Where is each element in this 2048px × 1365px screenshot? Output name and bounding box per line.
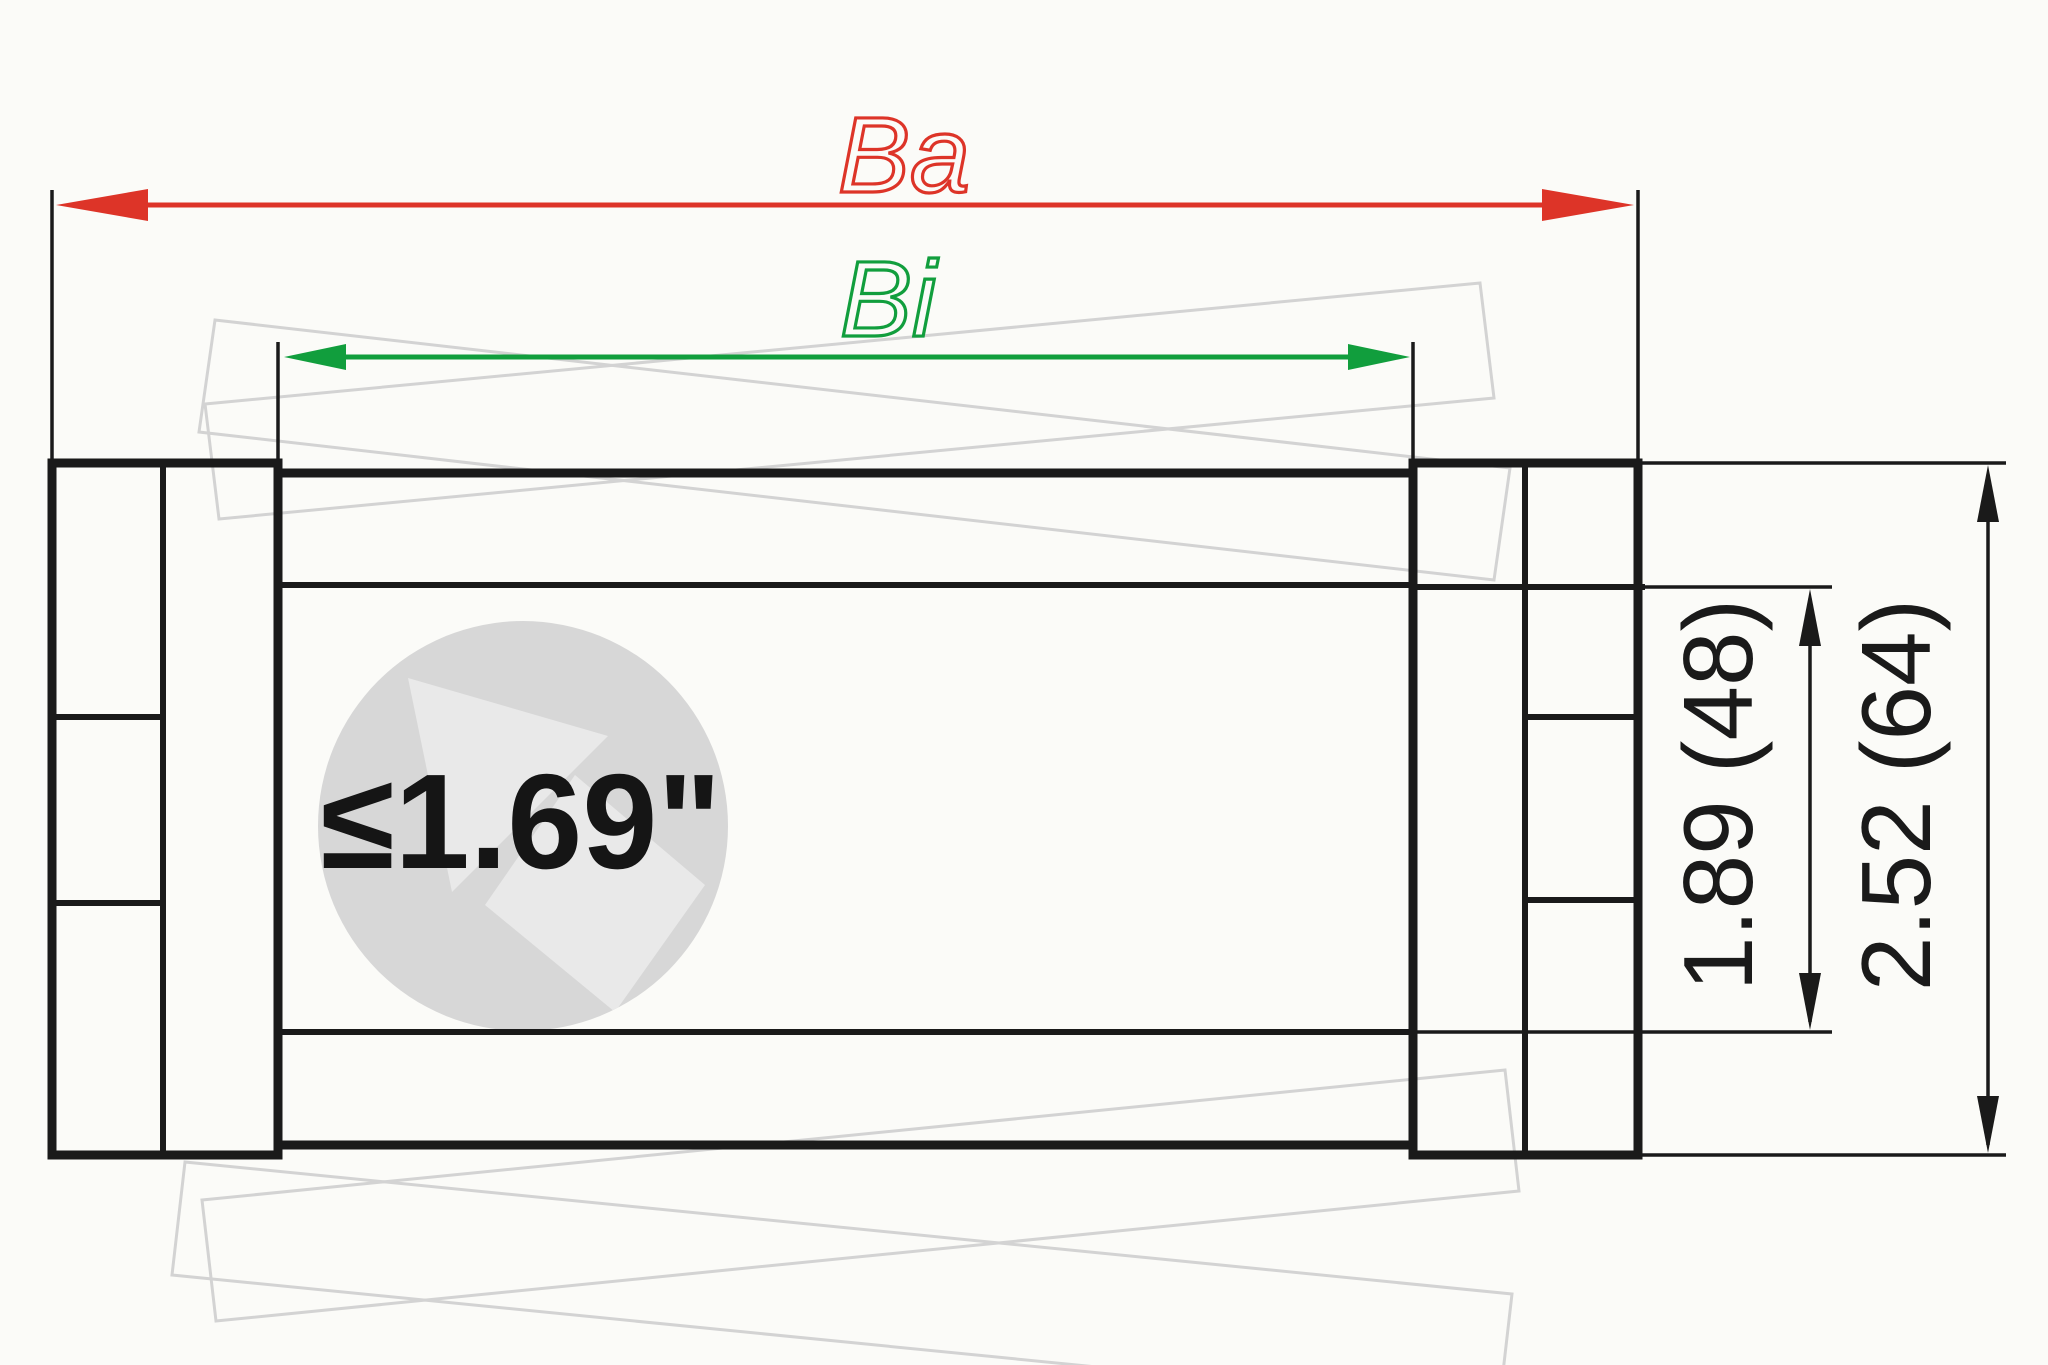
ba-label: Ba [838, 94, 970, 215]
inner-width-dimension: Bi [276, 236, 1415, 460]
bi-label: Bi [840, 238, 939, 359]
bi-arrowhead-right-icon [1348, 344, 1410, 370]
inner-height-arrowhead-top-icon [1799, 589, 1821, 646]
ba-arrowhead-left-icon [56, 189, 148, 221]
outer-height-arrowhead-top-icon [1977, 465, 1999, 522]
outer-width-dimension: Ba [50, 92, 1640, 460]
watermark: ≤1.69" [318, 621, 728, 1031]
left-bracket [47, 458, 283, 1160]
ghost-link-top-rising [203, 281, 1496, 521]
ghost-links [170, 281, 1521, 1365]
ghost-link-top-falling [197, 318, 1512, 582]
inner-height-arrowhead-bottom-icon [1799, 973, 1821, 1030]
inner-height-label: 1.89 (48) [1663, 599, 1773, 991]
ghost-link-bottom-falling [170, 1160, 1514, 1365]
watermark-arrow-icon [408, 678, 705, 1012]
outer-height-dimension: 2.52 (64) [1642, 461, 2006, 1157]
right-bracket [1408, 458, 1645, 1160]
watermark-max-diameter-label: ≤1.69" [321, 746, 722, 897]
ba-arrowhead-right-icon [1542, 189, 1634, 221]
chain-body [273, 458, 1418, 1160]
bi-arrowhead-left-icon [284, 344, 346, 370]
inner-height-dimension: 1.89 (48) [1417, 585, 1832, 1034]
ghost-link-bottom-rising [200, 1068, 1521, 1323]
outer-height-label: 2.52 (64) [1841, 599, 1951, 991]
outer-height-arrowhead-bottom-icon [1977, 1096, 1999, 1153]
